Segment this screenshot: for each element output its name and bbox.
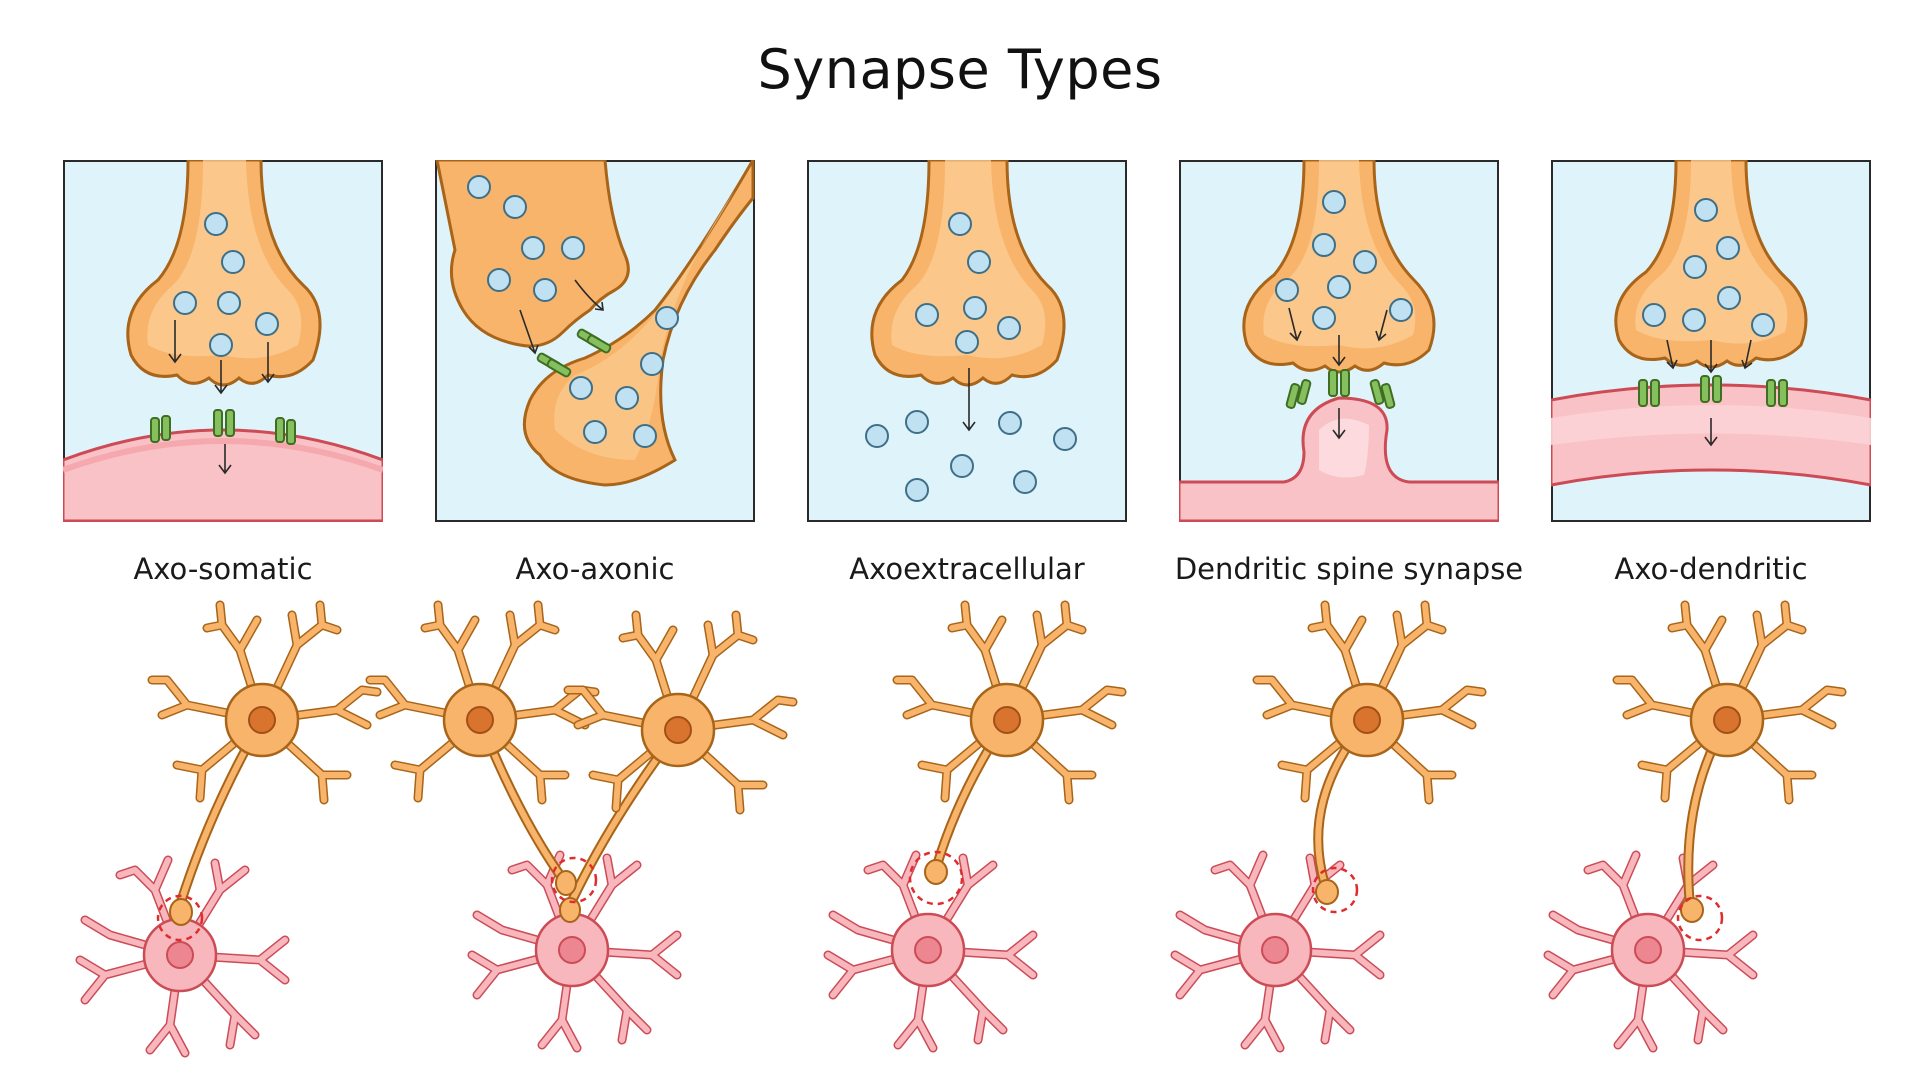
receptors xyxy=(150,409,296,445)
vesicles xyxy=(467,175,679,448)
release-arrows xyxy=(168,320,275,475)
vesicles xyxy=(173,212,279,357)
receptors xyxy=(1285,369,1396,409)
synapse-highlight xyxy=(908,850,964,906)
release-arrows xyxy=(519,279,604,355)
receptors xyxy=(536,328,612,378)
page-title: Synapse Types xyxy=(757,38,1163,101)
axoextracellular-neurons xyxy=(828,605,1122,1048)
soma-membrane xyxy=(63,428,383,522)
axoextracellular-label: Axoextracellular xyxy=(849,552,1085,586)
receptors xyxy=(1638,375,1788,407)
vesicles xyxy=(865,212,1077,502)
release-arrows xyxy=(962,368,976,432)
vesicles xyxy=(1642,198,1775,337)
vesicles xyxy=(1275,190,1413,330)
axoextracellular-panel xyxy=(807,160,1127,522)
synapse-highlight xyxy=(156,894,204,942)
axo-dendritic-neurons xyxy=(1548,605,1842,1048)
axo-somatic-panel xyxy=(63,160,383,522)
release-arrows xyxy=(1288,307,1388,440)
axo-axonic-label: Axo-axonic xyxy=(515,552,675,586)
axo-dendritic-label: Axo-dendritic xyxy=(1614,552,1808,586)
synapse-highlight xyxy=(550,856,598,904)
synapse-highlight xyxy=(1676,894,1724,942)
axo-axonic-panel xyxy=(435,160,755,522)
release-arrows xyxy=(1666,339,1753,447)
dendritic-spine-neurons xyxy=(1175,605,1482,1048)
axo-somatic-neurons xyxy=(80,605,377,1053)
neuron-illustrations xyxy=(0,600,1920,1080)
axo-dendritic-panel xyxy=(1551,160,1871,522)
dendritic-spine-panel xyxy=(1179,160,1499,522)
axo-somatic-label: Axo-somatic xyxy=(133,552,313,586)
lower-axon xyxy=(522,160,755,487)
synapse-highlight xyxy=(1311,866,1359,914)
axo-axonic-neurons xyxy=(370,605,793,1048)
dendritic-spine-label: Dendritic spine synapse xyxy=(1174,552,1524,586)
